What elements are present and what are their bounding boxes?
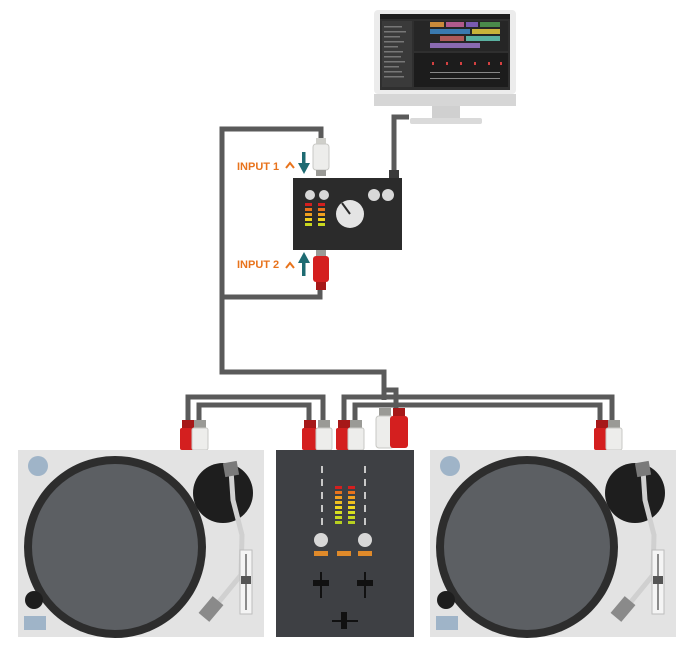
right-turntable	[430, 450, 676, 638]
speed-button	[24, 616, 46, 630]
pitch-fader	[651, 549, 665, 615]
level-meter-right	[318, 203, 325, 226]
input-1-label-group: INPUT 1	[237, 152, 310, 174]
usb-cable	[391, 114, 409, 174]
start-stop-button	[437, 591, 455, 609]
input-2-label: INPUT 2	[237, 259, 279, 271]
right-turntable-cable-b	[352, 402, 603, 420]
speed-button	[436, 616, 458, 630]
monitor-base	[410, 118, 482, 124]
mixer-input-plug-white-1	[315, 420, 333, 451]
monitor-stand	[432, 106, 460, 118]
interface-button-2	[319, 190, 329, 200]
input-1-label: INPUT 1	[237, 161, 279, 173]
left-turntable-cable-b	[196, 402, 312, 420]
tonearm-base	[193, 463, 253, 523]
channel-1-gain-knob	[314, 533, 328, 547]
monitor-chin	[374, 94, 516, 106]
cables	[185, 114, 615, 420]
power-knob	[28, 456, 48, 476]
left-turntable-cable-a	[185, 394, 326, 420]
channel-2-gain-knob	[358, 533, 372, 547]
right-turntable-cable-a	[341, 394, 615, 420]
mixer-output-cable	[384, 387, 399, 415]
channel-1-fader	[313, 572, 329, 598]
turntable-record	[32, 464, 198, 630]
level-meter-left	[305, 203, 312, 226]
left-turntable-plug-white	[191, 420, 209, 451]
power-knob	[440, 456, 460, 476]
interface-button-1	[305, 190, 315, 200]
pitch-fader	[239, 549, 253, 615]
turntable-record	[444, 464, 610, 630]
input-2-plug-red	[313, 250, 329, 290]
audio-interface	[293, 170, 402, 250]
caret-up-icon	[285, 161, 295, 169]
channel-2-eq-markers	[364, 466, 366, 525]
arrow-down-icon	[298, 152, 310, 174]
mixer-body	[276, 450, 414, 637]
interface-button-4	[382, 189, 394, 201]
dj-mixer	[276, 450, 414, 637]
start-stop-button	[25, 591, 43, 609]
right-turntable-plug-white	[605, 420, 623, 451]
mixer-level-meter-right	[348, 486, 355, 524]
tonearm-base	[605, 463, 665, 523]
input-2-label-group: INPUT 2	[237, 252, 310, 276]
usb-plug	[389, 170, 399, 179]
volume-knob-indicator	[341, 202, 351, 215]
left-turntable	[18, 450, 264, 638]
mixer-level-meter-left	[335, 486, 342, 524]
tonearm	[610, 460, 657, 622]
master-cue-button	[337, 551, 351, 556]
daw-software-screen	[380, 14, 510, 87]
input-1-plug-white	[312, 138, 330, 176]
channel-1-cue-button	[314, 551, 328, 556]
channel-2-cue-button	[358, 551, 372, 556]
interface-button-3	[368, 189, 380, 201]
mixer-input-plug-white-2	[347, 420, 365, 451]
tonearm	[198, 460, 245, 622]
channel-2-fader	[357, 572, 373, 598]
caret-up-icon	[285, 261, 295, 269]
input2-cable	[222, 290, 323, 300]
mixer-output-plug-red	[390, 408, 408, 448]
crossfader	[332, 612, 358, 629]
input1-cable	[219, 126, 387, 400]
rca-plugs	[180, 408, 623, 451]
mixer-input-plug-red-1	[302, 420, 318, 450]
computer-monitor	[374, 10, 516, 124]
channel-1-eq-markers	[321, 466, 323, 525]
arrow-up-icon	[298, 252, 310, 276]
